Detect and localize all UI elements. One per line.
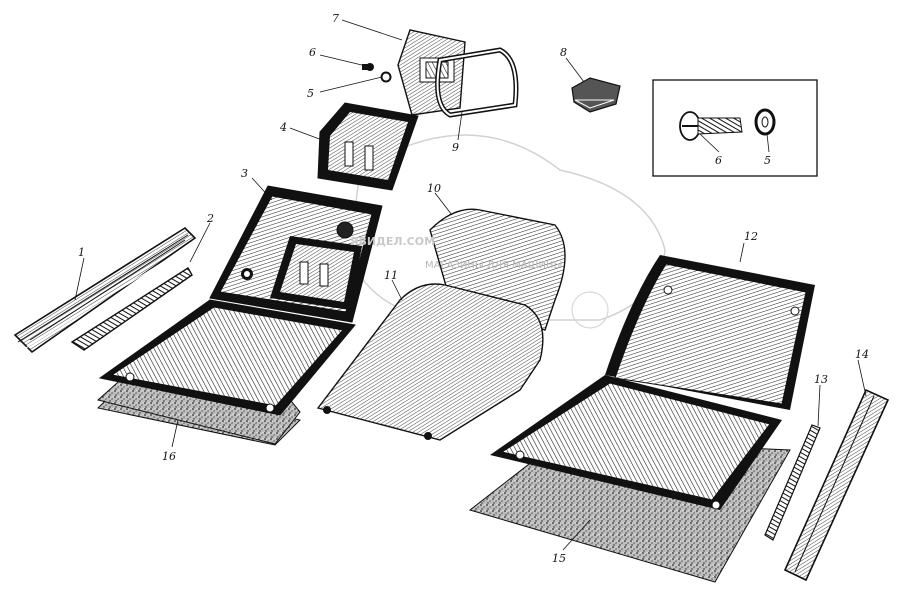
part-6-screw-small <box>362 63 374 71</box>
part-6-bolt-detail <box>679 111 743 141</box>
label-14: 14 <box>855 348 869 361</box>
part-11-tunnel-mat <box>316 283 544 441</box>
label-15: 15 <box>552 552 566 565</box>
inset-detail-box <box>652 79 818 177</box>
part-12-floor-panel-right <box>490 255 815 510</box>
part-5-washer-detail <box>754 108 776 136</box>
label-1: 1 <box>78 246 85 259</box>
label-6-inset: 6 <box>715 154 722 167</box>
label-4: 4 <box>279 121 287 134</box>
part-3-floor-panel-left <box>98 185 383 416</box>
label-9: 9 <box>452 141 459 154</box>
label-5-inset: 5 <box>764 154 771 167</box>
label-13: 13 <box>814 373 828 386</box>
label-10: 10 <box>427 182 441 195</box>
label-8: 8 <box>560 46 567 59</box>
part-5-washer-small <box>380 71 392 83</box>
label-16: 16 <box>162 450 176 463</box>
label-11: 11 <box>384 269 398 282</box>
part-13-ribbed-strip-right <box>764 424 821 541</box>
part-2-ribbed-strip <box>70 267 193 351</box>
part-8-cap <box>571 77 621 113</box>
part-1-floor-rail-left <box>13 226 197 354</box>
label-7: 7 <box>332 12 339 25</box>
label-5-top: 5 <box>307 87 314 100</box>
watermark-brand: ЯBИДEЛ.COM <box>350 235 435 248</box>
leader-lines <box>74 19 867 551</box>
part-9-gasket <box>435 47 519 118</box>
watermark-tagline: МАГАЗИНЫ ДЛЯ МАШИНЫ <box>425 260 562 271</box>
part-4-box <box>317 102 419 191</box>
part-7-cover-plate <box>397 29 466 116</box>
callout-labels: 1 2 3 4 5 6 7 8 9 10 11 12 6 5 13 14 15 … <box>78 12 869 565</box>
label-12: 12 <box>744 230 758 243</box>
label-3: 3 <box>241 167 248 180</box>
label-2: 2 <box>206 212 214 225</box>
label-6-top: 6 <box>309 46 316 59</box>
part-14-floor-rail-right <box>783 388 890 582</box>
